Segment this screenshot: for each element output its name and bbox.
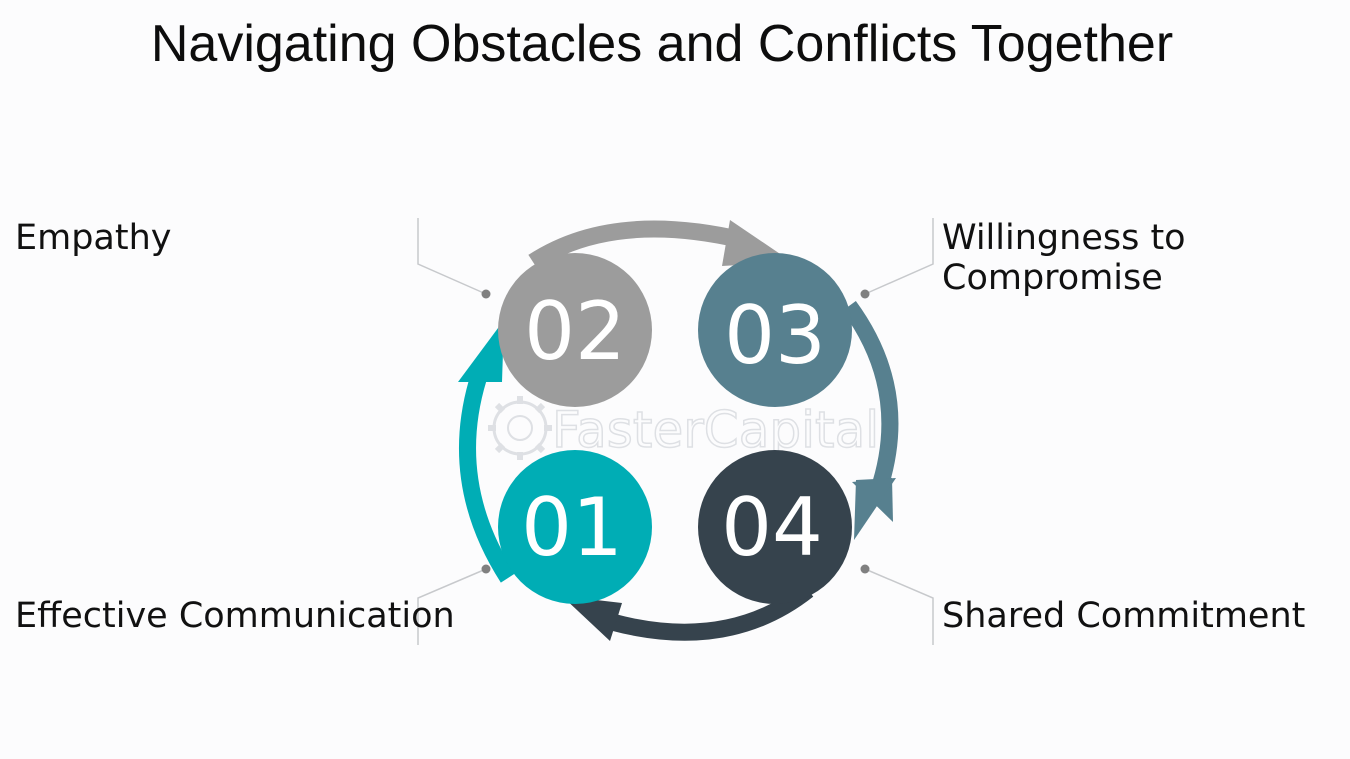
step-03: 03 [698,253,852,407]
step-02-number: 02 [524,285,626,378]
connector-04 [860,564,934,645]
step-03-label: Willingness to Compromise [942,218,1186,298]
step-03-number: 03 [724,289,826,382]
step-04-label-line: Shared Commitment [942,596,1306,636]
connector-03 [860,218,934,299]
step-03-label-line-1: Willingness to [942,218,1186,258]
step-01-number: 01 [521,481,623,574]
step-02: 02 [498,253,652,407]
step-01: 01 [498,450,652,604]
connector-01 [417,564,491,645]
gear-icon [488,396,552,460]
arrow-03-to-04 [842,300,899,540]
step-01-label: Effective Communication [15,596,455,636]
step-02-label: Empathy [15,218,172,258]
arrow-01-to-02 [458,320,516,583]
watermark-logo: FasterCapital [488,396,880,460]
step-04-number: 04 [721,481,823,574]
watermark-text: FasterCapital [552,401,879,459]
step-02-label-line: Empathy [15,218,172,258]
connector-02 [417,218,491,299]
step-04: 04 [698,450,852,604]
step-04-label: Shared Commitment [942,596,1305,636]
step-01-label-line: Effective Communication [15,596,455,636]
step-03-label-line-2: Compromise [942,258,1163,298]
page-title: Navigating Obstacles and Conflicts Toget… [150,15,1174,73]
arrow-04-to-01 [562,583,814,641]
